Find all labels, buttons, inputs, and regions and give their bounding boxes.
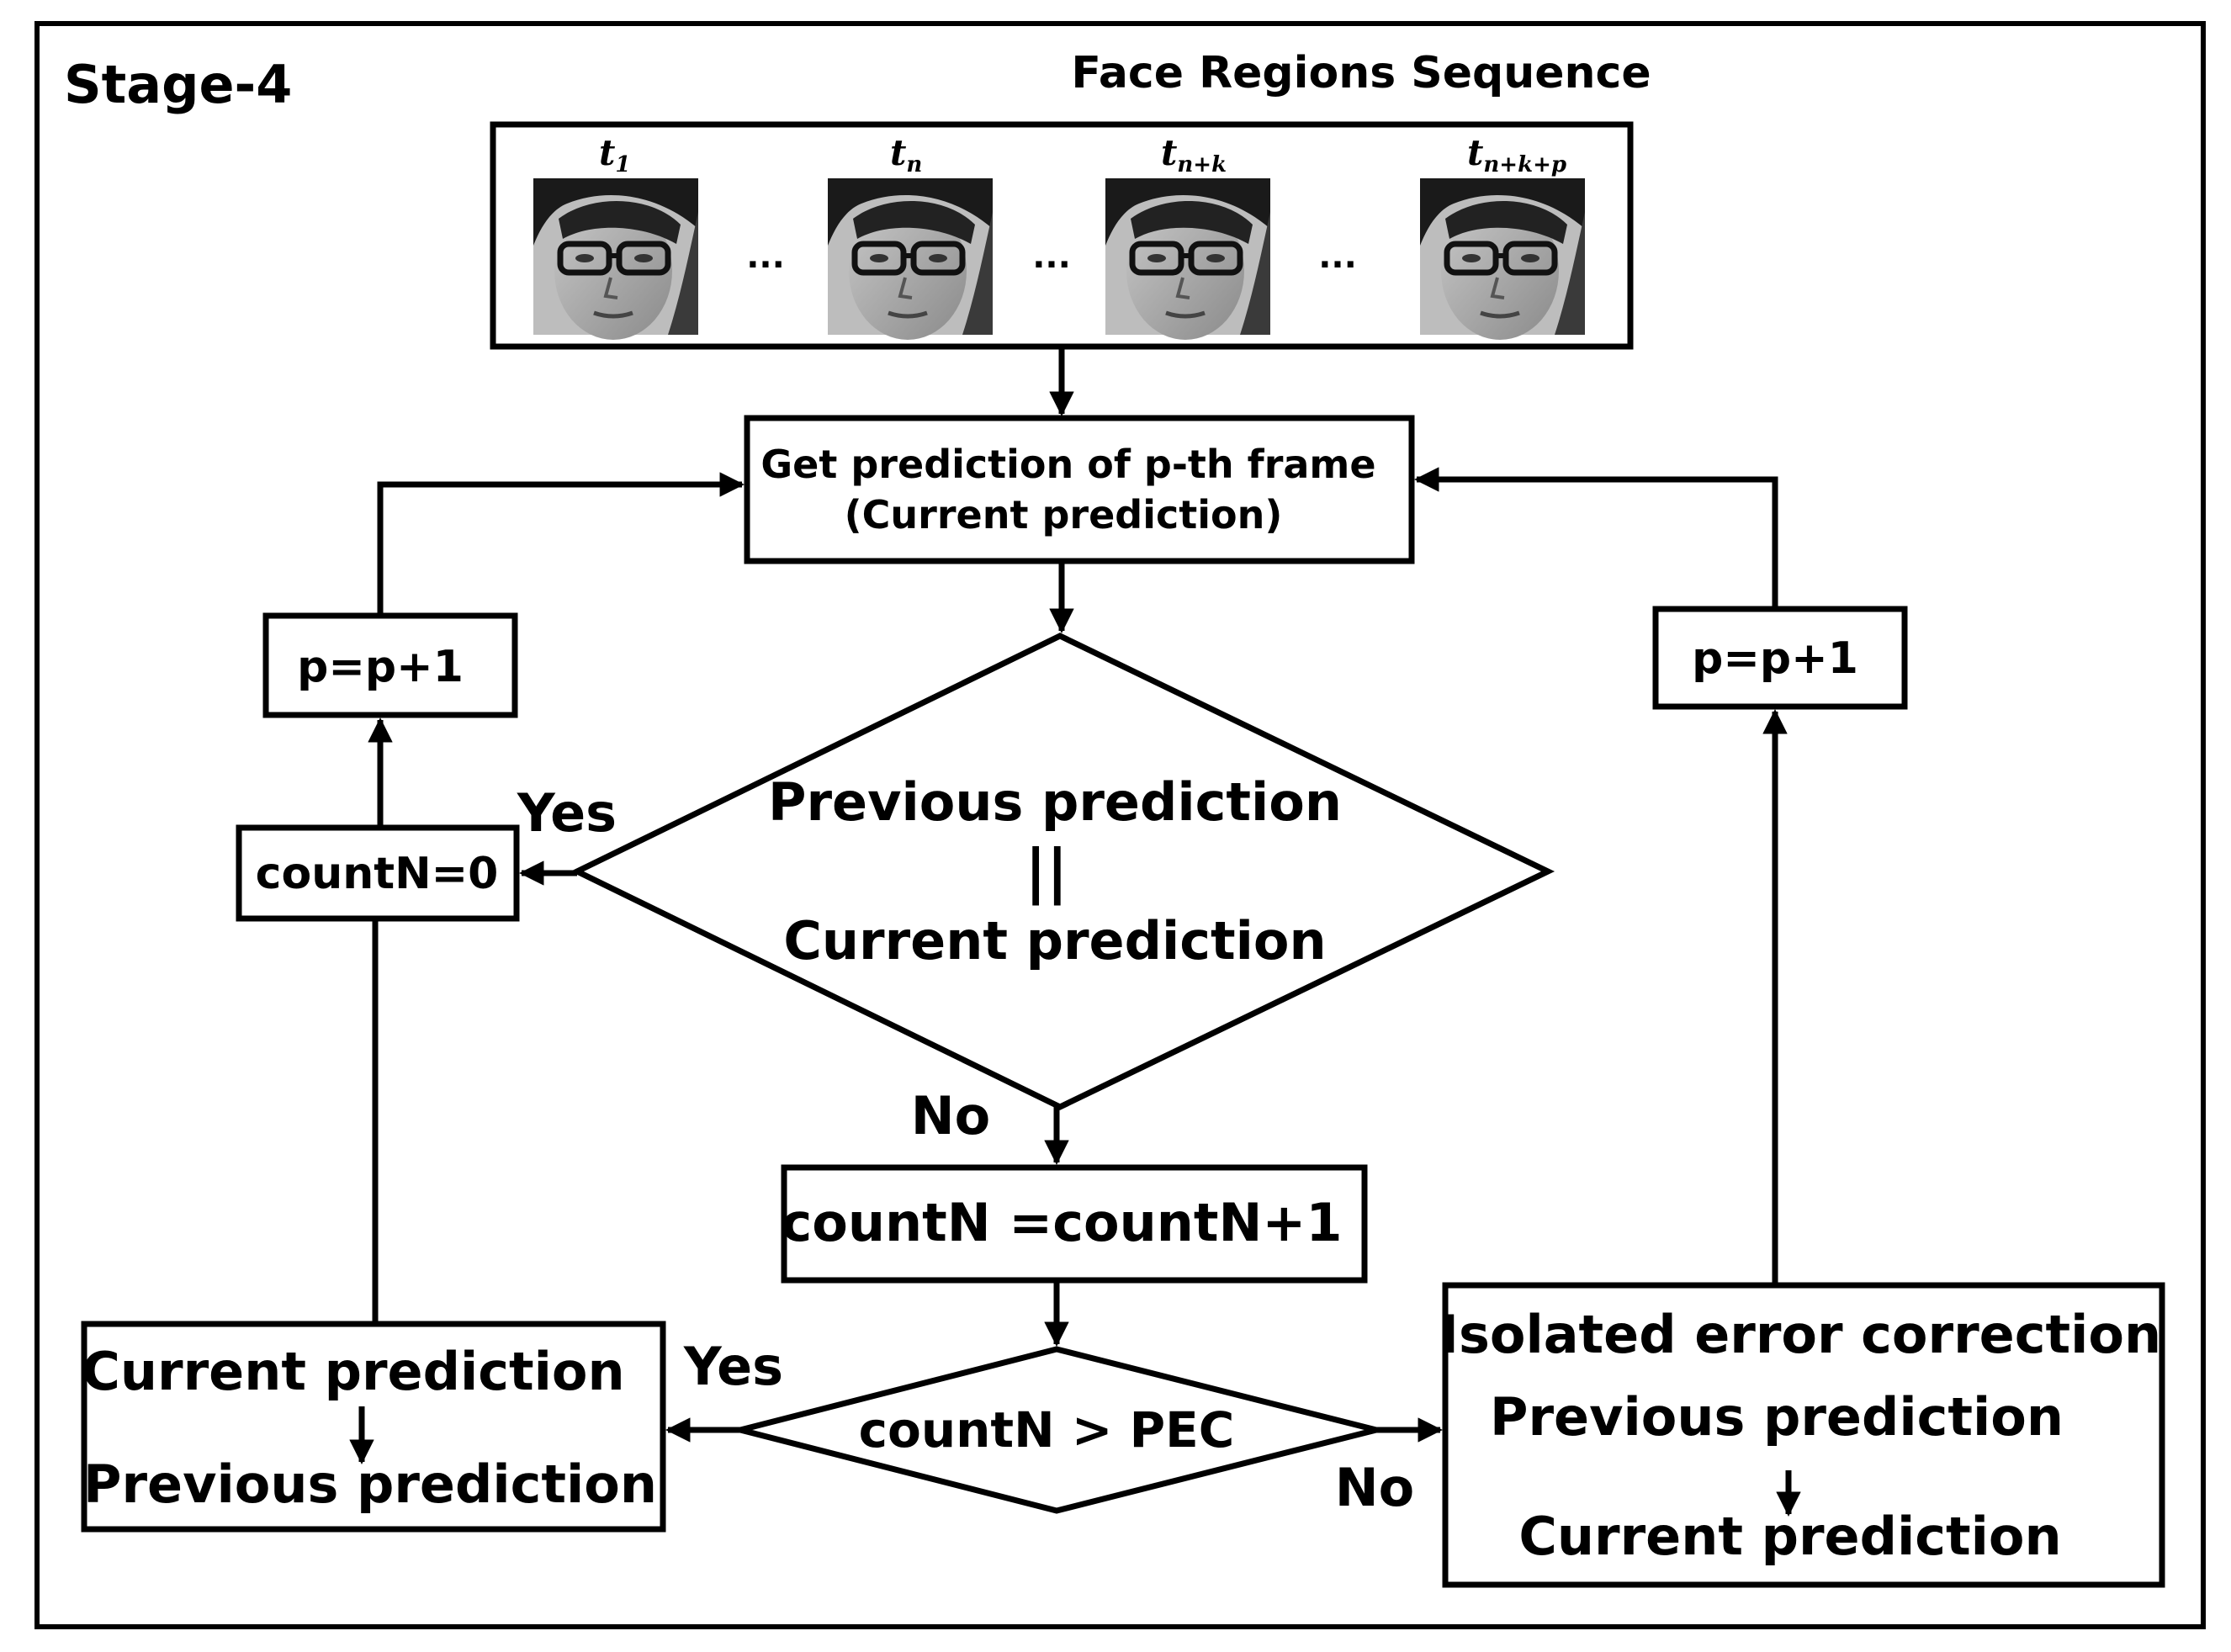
right-result-line2: Current prediction [1518, 1506, 2061, 1567]
ellipsis-3: ... [1318, 237, 1357, 276]
increment-right-label: p=p+1 [1692, 633, 1858, 684]
pec-yes-label: Yes [683, 1336, 783, 1397]
increment-left-label: p=p+1 [297, 642, 464, 692]
decision-line1: Previous prediction [768, 771, 1342, 833]
decision-operator: || [1025, 837, 1068, 906]
get-prediction-line1: Get prediction of p-th frame [760, 442, 1375, 487]
frame-n-k-p: tn+k+p [1420, 132, 1585, 340]
decision-diamond-pec [739, 1346, 1377, 1514]
increment-count-label: countN =countN+1 [782, 1192, 1343, 1253]
right-result-box [1442, 1282, 2165, 1588]
right-result-line1: Previous prediction [1490, 1386, 2064, 1448]
sequence-title: Face Regions Sequence [1071, 48, 1651, 98]
reset-count-label: countN=0 [256, 849, 499, 899]
frame-n-k: tn+k [1105, 132, 1270, 340]
pec-no-label: No [1335, 1457, 1414, 1518]
get-prediction-line2: (Current prediction) [845, 492, 1283, 537]
frame-n-k-p-label: tn+k+p [1467, 132, 1566, 177]
decision-no-label: No [911, 1085, 990, 1146]
frame-n: tn [828, 132, 993, 340]
decision-line2: Current prediction [783, 910, 1326, 972]
face-photo-icon [1420, 178, 1585, 340]
frame-1-label: t1 [599, 132, 631, 177]
get-prediction-box [744, 415, 1415, 564]
frame-1: t1 [533, 132, 698, 340]
frame-n-label: tn [890, 132, 922, 177]
arrow-increment-left-to-get [377, 472, 745, 616]
outer-frame [34, 21, 2206, 1629]
stage-label: Stage-4 [64, 54, 292, 115]
left-result-line1: Current prediction [82, 1341, 624, 1402]
right-result-title: Isolated error correction [1439, 1304, 2161, 1365]
ellipsis-1: ... [746, 237, 785, 276]
pec-decision-label: countN > PEC [859, 1401, 1235, 1459]
connectors [349, 347, 1801, 1517]
frame-n-k-label: tn+k [1161, 132, 1227, 177]
ellipsis-2: ... [1032, 237, 1071, 276]
increment-count-box [781, 1164, 1368, 1284]
left-result-line2: Previous prediction [83, 1453, 657, 1515]
increment-right-box [1652, 606, 1908, 710]
face-photo-icon [1105, 178, 1270, 340]
increment-left-box [262, 612, 518, 718]
arrow-increment-right-to-get [1414, 467, 1778, 609]
face-photo-icon [828, 178, 993, 340]
decision-diamond-main [570, 633, 1555, 1110]
decision-yes-label: Yes [517, 782, 617, 844]
face-photo-icon [533, 178, 698, 340]
